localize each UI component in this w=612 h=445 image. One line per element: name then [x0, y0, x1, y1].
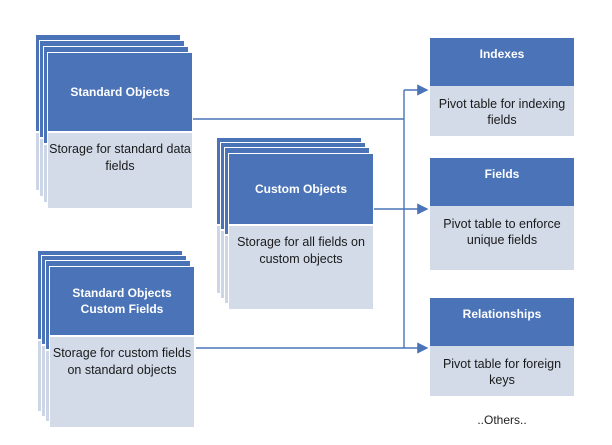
custom-fields-description: Storage for custom fields on standard ob… — [49, 336, 195, 428]
standard-objects-stack: Standard Objects Storage for standard da… — [35, 34, 205, 214]
custom-objects-description: Storage for all fields on custom objects — [228, 225, 374, 310]
custom-objects-title: Custom Objects — [228, 153, 374, 225]
relationships-description: Pivot table for foreign keys — [430, 346, 574, 396]
standard-objects-title: Standard Objects — [47, 52, 193, 132]
relationships-title: Relationships — [430, 298, 574, 346]
fields-title: Fields — [430, 158, 574, 206]
custom-fields-stack: Standard Objects Custom Fields Storage f… — [37, 250, 207, 430]
fields-table: Fields Pivot table to enforce unique fie… — [430, 158, 574, 270]
standard-objects-card: Standard Objects Storage for standard da… — [47, 52, 193, 209]
standard-objects-description: Storage for standard data fields — [47, 132, 193, 209]
others-label: ..Others.. — [477, 413, 527, 427]
indexes-description: Pivot table for indexing fields — [430, 86, 574, 136]
indexes-table: Indexes Pivot table for indexing fields — [430, 38, 574, 136]
fields-description: Pivot table to enforce unique fields — [430, 206, 574, 270]
custom-fields-card: Standard Objects Custom Fields Storage f… — [49, 266, 195, 428]
custom-objects-stack: Custom Objects Storage for all fields on… — [216, 137, 386, 317]
custom-objects-card: Custom Objects Storage for all fields on… — [228, 153, 374, 310]
relationships-table: Relationships Pivot table for foreign ke… — [430, 298, 574, 396]
indexes-title: Indexes — [430, 38, 574, 86]
custom-fields-title: Standard Objects Custom Fields — [49, 266, 195, 336]
